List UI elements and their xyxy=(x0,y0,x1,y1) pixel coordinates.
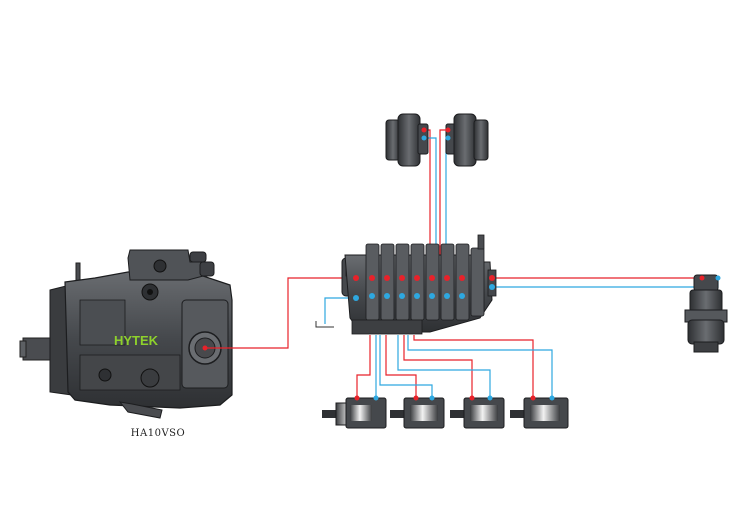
cylinder-2-supply xyxy=(385,335,417,398)
cylinder-4-supply xyxy=(413,335,534,398)
hydraulic-pump-icon[interactable] xyxy=(19,249,233,419)
pump-model-label: HA10VSO xyxy=(130,428,186,439)
pump-brand-text: HYTEK xyxy=(114,333,159,348)
cylinder-2-return xyxy=(379,335,433,398)
hydraulic-cylinder-3-icon[interactable] xyxy=(450,397,505,429)
cylinder-ports xyxy=(354,395,555,401)
travel-motor-right-supply xyxy=(439,129,448,278)
hydraulic-cylinder-2-icon[interactable] xyxy=(390,397,445,429)
hydraulic-cylinder-1-icon[interactable] xyxy=(322,397,387,429)
travel-motor-right-icon[interactable] xyxy=(445,113,489,167)
travel-motor-left-icon[interactable] xyxy=(385,113,429,167)
cylinder-1-supply xyxy=(356,335,371,398)
cylinder-3-supply xyxy=(403,335,473,398)
pump-outlet-port xyxy=(202,345,208,351)
swing-motor-return-port xyxy=(715,275,721,281)
pump-pressure-line xyxy=(207,277,356,349)
hydraulic-cylinder-4-icon[interactable] xyxy=(510,397,569,429)
swing-motor-pressure-port xyxy=(699,275,705,281)
cylinder-4-return xyxy=(407,335,553,398)
travel-motor-ports xyxy=(421,127,451,141)
valve-return-ports xyxy=(353,284,495,301)
tank-symbol-icon xyxy=(315,321,334,328)
multi-spool-valve-icon[interactable] xyxy=(341,234,497,335)
valve-pressure-ports xyxy=(353,275,495,281)
cylinder-3-return xyxy=(397,335,491,398)
return-to-tank-line xyxy=(324,297,356,324)
swing-motor-return xyxy=(492,278,719,288)
